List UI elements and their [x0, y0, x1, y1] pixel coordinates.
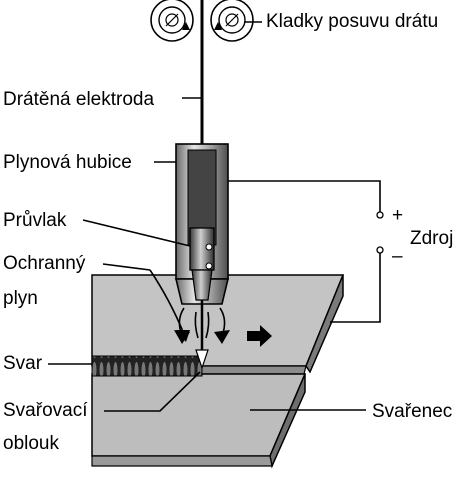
label-shielding-gas-2: plyn — [3, 288, 38, 309]
label-wire-electrode: Drátěná elektroda — [3, 89, 154, 110]
gas-nozzle — [174, 143, 230, 350]
back-plate-side — [305, 274, 344, 374]
power-circuit — [228, 180, 384, 323]
front-plate-face — [91, 455, 273, 467]
label-contact-tip: Průvlak — [3, 210, 67, 231]
feed-roller-right — [210, 0, 254, 42]
workpiece-plates — [91, 274, 345, 469]
label-minus: – — [392, 246, 403, 267]
label-workpiece: Svařenec — [372, 401, 452, 422]
front-plate-top — [91, 373, 307, 457]
welding-arc — [195, 349, 209, 370]
shielding-gas-arrows — [149, 269, 230, 344]
weld-bead — [91, 355, 203, 377]
contact-tip — [189, 227, 215, 301]
label-feed-rollers: Kladky posuvu drátu — [266, 11, 438, 32]
label-arc-2: oblouk — [3, 433, 59, 454]
label-plus: + — [392, 205, 403, 226]
label-power-source: Zdroj — [410, 228, 453, 249]
back-plate-edge — [199, 365, 307, 375]
feed-roller-left — [150, 0, 194, 42]
label-gas-nozzle: Plynová hubice — [3, 152, 132, 173]
label-weld: Svar — [3, 353, 43, 374]
feed-rollers — [150, 0, 254, 42]
label-shielding-gas-1: Ochranný — [3, 253, 86, 274]
travel-direction-arrow — [247, 325, 272, 347]
label-arc-1: Svařovací — [3, 400, 88, 421]
